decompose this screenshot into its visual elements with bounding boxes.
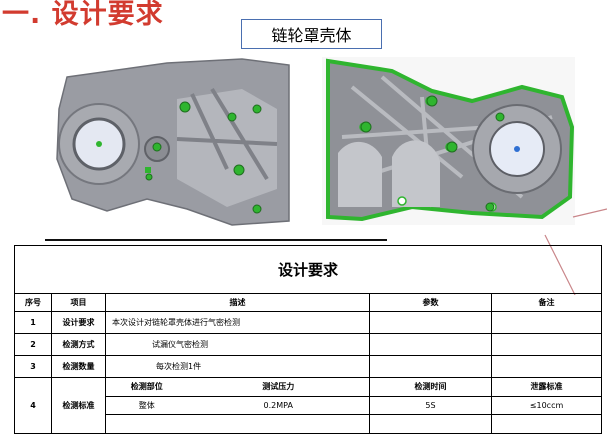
row-desc: 本次设计对链轮罩壳体进行气密检测 — [105, 310, 370, 334]
header-param: 参数 — [369, 293, 492, 312]
value-part: 整体 — [105, 395, 188, 416]
standard-value-row: 整体 0.2MPA 5S ≤10ccm — [15, 395, 603, 416]
row-seq: 3 — [14, 354, 52, 378]
empty-cell — [490, 414, 603, 434]
standard-seq: 4 — [14, 376, 52, 434]
subheader-time: 检测时间 — [369, 376, 492, 397]
row-seq: 1 — [14, 310, 52, 334]
row-param — [369, 354, 492, 378]
subheader-pressure: 测试压力 — [187, 376, 370, 397]
table-title: 设计要求 — [13, 244, 603, 295]
design-requirements-table: 设计要求 序号 项目 描述 参数 备注 1 设计要求 本次设计对链轮罩壳体进行气… — [13, 244, 603, 434]
part-label-box: 链轮罩壳体 — [241, 19, 382, 49]
separator-line — [45, 239, 387, 241]
subheader-leak: 泄露标准 — [490, 376, 603, 397]
value-pressure: 0.2MPA — [187, 395, 370, 416]
standard-subheader-row: 4 检测标准 检测部位 测试压力 检测时间 泄露标准 — [14, 376, 603, 434]
subheader-part: 检测部位 — [105, 376, 188, 397]
row-desc: 试漏仪气密检测 — [105, 332, 370, 356]
row-item: 检测方式 — [51, 332, 106, 356]
table-header-row: 序号 项目 描述 参数 备注 — [14, 293, 603, 312]
row-item: 设计要求 — [51, 310, 106, 334]
row-param — [369, 310, 492, 334]
part-label: 链轮罩壳体 — [271, 26, 352, 45]
table-row: 2 检测方式 试漏仪气密检测 — [14, 332, 603, 356]
slide-title: 一. 设计要求 — [2, 0, 164, 30]
value-leak: ≤10ccm — [490, 395, 603, 416]
header-desc: 描述 — [105, 293, 370, 312]
housing-back-photo — [322, 57, 575, 225]
row-remark — [490, 310, 603, 334]
empty-cell — [105, 414, 370, 434]
header-seq: 序号 — [14, 293, 52, 312]
row-item: 检测数量 — [51, 354, 106, 378]
header-item: 项目 — [51, 293, 106, 312]
table-row: 1 设计要求 本次设计对链轮罩壳体进行气密检测 — [14, 310, 603, 334]
row-seq: 2 — [14, 332, 52, 356]
empty-cell — [369, 414, 492, 434]
standard-empty-row — [15, 414, 603, 434]
row-remark — [490, 332, 603, 356]
standard-item: 检测标准 — [51, 376, 106, 434]
housing-front-photo — [27, 49, 290, 227]
value-time: 5S — [369, 395, 492, 416]
row-remark — [490, 354, 603, 378]
header-remark: 备注 — [490, 293, 603, 312]
row-desc: 每次检测1件 — [105, 354, 370, 378]
row-param — [369, 332, 492, 356]
table-row: 3 检测数量 每次检测1件 — [14, 354, 603, 378]
